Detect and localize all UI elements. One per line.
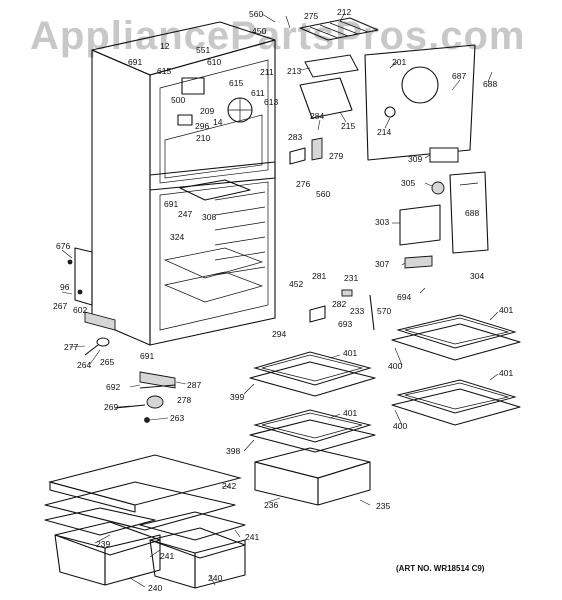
callout-label: 212 (337, 7, 352, 17)
callout-label: 303 (375, 217, 390, 227)
callout-label: 687 (452, 71, 467, 81)
callout-label: 691 (164, 199, 179, 209)
callout-label: 304 (470, 271, 485, 281)
callout-label: 12 (160, 41, 170, 51)
callout-label: 263 (170, 413, 185, 423)
callout-label: 215 (341, 121, 356, 131)
callout-label: 209 (200, 106, 215, 116)
callout-label: 264 (77, 360, 92, 370)
callout-label: 96 (60, 282, 70, 292)
callout-label: 213 (287, 66, 302, 76)
hinge-parts (67, 247, 176, 423)
art-number: (ART NO. WR18514 C9) (396, 564, 485, 573)
callout-label: 214 (377, 127, 392, 137)
callout-label: 210 (196, 133, 211, 143)
callout-label: 401 (343, 348, 358, 358)
callout-label: 399 (230, 392, 245, 402)
leader-lines (61, 13, 499, 588)
callout-label: 560 (316, 189, 331, 199)
callout-label: 307 (375, 259, 390, 269)
callout-label: 688 (465, 208, 480, 218)
callout-label: 551 (196, 45, 211, 55)
callout-label: 282 (332, 299, 347, 309)
callout-label: 452 (289, 279, 304, 289)
callout-label: 287 (187, 380, 202, 390)
callout-label: 265 (100, 357, 115, 367)
callout-label: 450 (252, 26, 267, 36)
callout-label: 247 (178, 209, 193, 219)
callout-label: 279 (329, 151, 344, 161)
callout-label: 294 (272, 329, 287, 339)
callout-label: 241 (160, 551, 175, 561)
callout-label: 400 (393, 421, 408, 431)
callout-label: 296 (195, 121, 210, 131)
callout-label: 401 (499, 368, 514, 378)
callout-label: 235 (376, 501, 391, 511)
callout-label: 201 (392, 57, 407, 67)
callout-label: 241 (245, 532, 260, 542)
callout-label: 275 (304, 11, 319, 21)
callout-label: 309 (408, 154, 423, 164)
callout-label: 211 (260, 67, 274, 77)
callout-label: 560 (249, 9, 264, 19)
callout-label: 500 (171, 95, 186, 105)
callout-label: 693 (338, 319, 353, 329)
callout-label: 284 (310, 111, 325, 121)
callout-label: 615 (229, 78, 244, 88)
callout-label: 278 (177, 395, 192, 405)
callout-label: 233 (350, 306, 365, 316)
callout-label: 694 (397, 292, 412, 302)
callout-label: 400 (388, 361, 403, 371)
callout-label: 308 (202, 212, 217, 222)
top-right-parts (289, 17, 489, 331)
callout-label: 242 (222, 481, 237, 491)
crisper-assembly (44, 454, 246, 589)
callout-label: 277 (64, 342, 79, 352)
callout-label: 691 (128, 57, 143, 67)
callout-label: 236 (264, 500, 279, 510)
callout-label: 613 (264, 97, 279, 107)
callout-label: 305 (401, 178, 416, 188)
callout-label: 283 (288, 132, 303, 142)
callout-label: 239 (96, 539, 111, 549)
callout-label: 401 (343, 408, 358, 418)
callout-label: 692 (106, 382, 121, 392)
callout-label: 611 (251, 88, 265, 98)
callout-label: 398 (226, 446, 241, 456)
callout-label: 602 (73, 305, 88, 315)
right-shelves (391, 314, 521, 426)
callout-label: 14 (213, 117, 223, 127)
callout-label: 281 (312, 271, 327, 281)
callout-label: 610 (207, 57, 222, 67)
callout-label: 688 (483, 79, 498, 89)
callout-label: 240 (208, 573, 223, 583)
center-shelves (249, 351, 376, 506)
callout-label: 615 (157, 66, 172, 76)
callout-label: 231 (344, 273, 359, 283)
callout-label: 267 (53, 301, 68, 311)
cabinet (91, 21, 276, 346)
callout-label: 570 (377, 306, 392, 316)
callout-label: 676 (56, 241, 71, 251)
callout-label: 240 (148, 583, 163, 593)
callout-label: 276 (296, 179, 311, 189)
callout-label: 401 (499, 305, 514, 315)
callout-label: 269 (104, 402, 119, 412)
callout-label: 691 (140, 351, 155, 361)
callout-label: 324 (170, 232, 185, 242)
